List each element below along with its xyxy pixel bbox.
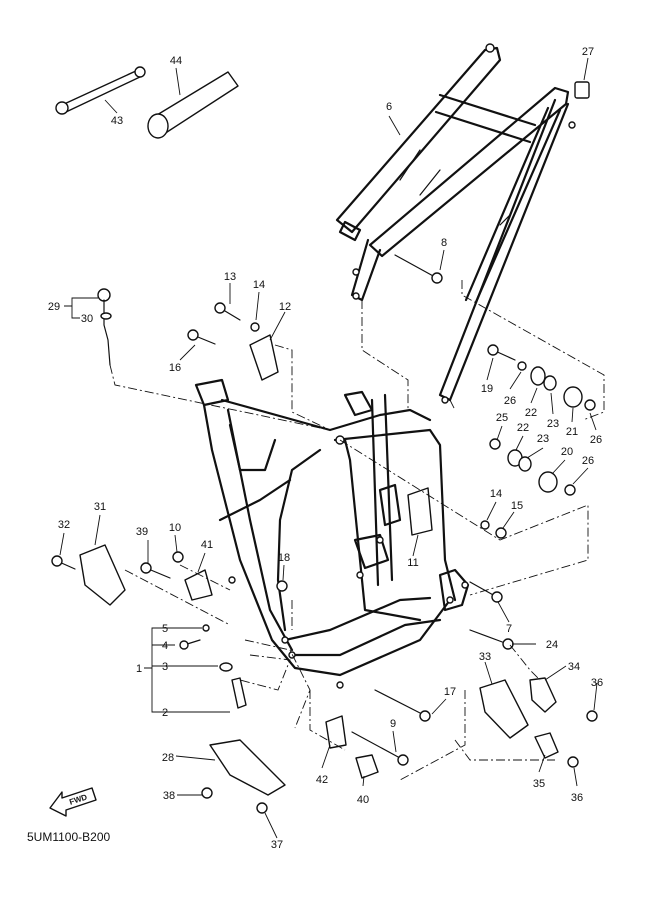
rear-subframe: [335, 43, 590, 404]
callout-16: 16: [169, 362, 181, 374]
callout-20: 20: [561, 446, 573, 458]
callout-38: 38: [163, 790, 175, 802]
callout-23-lower: 23: [537, 433, 549, 445]
callout-2: 2: [162, 707, 168, 719]
callout-35: 35: [533, 778, 545, 790]
callout-12: 12: [279, 301, 291, 313]
callout-13: 13: [224, 271, 236, 283]
callout-34: 34: [568, 661, 580, 673]
callout-4: 4: [162, 640, 168, 652]
callout-30: 30: [81, 313, 93, 325]
callout-40: 40: [357, 794, 369, 806]
callout-7: 7: [506, 623, 512, 635]
callout-33: 33: [479, 651, 491, 663]
callout-28: 28: [162, 752, 174, 764]
callout-21: 21: [566, 426, 578, 438]
callout-36-upper: 36: [591, 677, 603, 689]
callout-14-upper: 14: [253, 279, 265, 291]
callout-11: 11: [407, 557, 418, 569]
callout-26-c: 26: [582, 455, 594, 467]
wrench-43: [61, 69, 143, 113]
callout-32: 32: [58, 519, 70, 531]
callout-24: 24: [546, 639, 558, 651]
callout-17: 17: [444, 686, 456, 698]
callout-42: 42: [316, 774, 328, 786]
callout-14-lower: 14: [490, 488, 502, 500]
callout-10: 10: [169, 522, 181, 534]
callout-5: 5: [162, 623, 168, 635]
callout-27: 27: [582, 46, 594, 58]
callout-37: 37: [271, 839, 283, 851]
callout-3: 3: [162, 661, 168, 673]
callout-43: 43: [111, 115, 123, 127]
callout-26-a: 26: [504, 395, 516, 407]
callout-8: 8: [441, 237, 447, 249]
callout-1: 1: [136, 663, 142, 675]
callout-44: 44: [170, 55, 182, 67]
callout-18: 18: [278, 552, 290, 564]
callout-labels: 1 2 3 4 5 6 7 8 9 10 11 12 13 14 14 15 1…: [48, 46, 603, 851]
callout-29: 29: [48, 301, 60, 313]
callout-25: 25: [496, 412, 508, 424]
callout-9: 9: [390, 718, 396, 730]
diagram-code: 5UM1100-B200: [27, 830, 110, 844]
small-parts: [51, 66, 598, 814]
callout-6: 6: [386, 101, 392, 113]
assembly-lines: [109, 280, 605, 781]
callout-23-upper: 23: [547, 418, 559, 430]
fwd-arrow: FWD: [49, 787, 97, 817]
callout-22-lower: 22: [517, 422, 529, 434]
callout-19: 19: [481, 383, 493, 395]
callout-31: 31: [94, 501, 106, 513]
callout-39: 39: [136, 526, 148, 538]
callout-22-upper: 22: [525, 407, 537, 419]
callout-41: 41: [201, 539, 213, 551]
callout-26-b: 26: [590, 434, 602, 446]
main-frame: [194, 378, 470, 689]
callout-36-lower: 36: [571, 792, 583, 804]
leader-lines: [59, 57, 598, 839]
callout-15: 15: [511, 500, 523, 512]
